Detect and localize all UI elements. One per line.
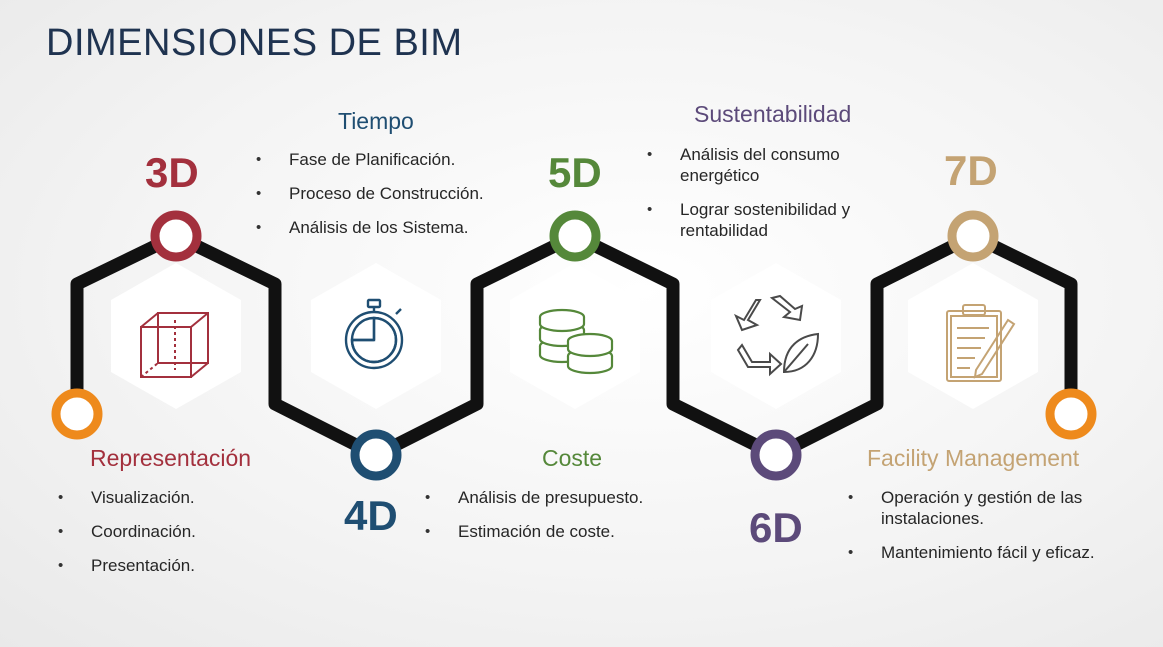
list-item: Fase de Planificación. [256, 149, 536, 170]
cube-icon [140, 312, 209, 378]
hexagon-7d [908, 263, 1038, 409]
bullets-coste: Análisis de presupuesto. Estimación de c… [425, 487, 715, 555]
bullets-tiempo: Fase de Planificación. Proceso de Constr… [256, 149, 536, 251]
list-item: Lograr sostenibilidad y rentabilidad [647, 199, 887, 241]
node-3d [150, 210, 202, 262]
list-item: Operación y gestión de las instalaciones… [848, 487, 1098, 529]
hexagon-3d [111, 263, 241, 409]
node-5d [549, 210, 601, 262]
hexagon-6d [711, 263, 841, 409]
coins-icon [538, 308, 614, 375]
title-facility-management: Facility Management [867, 445, 1080, 471]
stopwatch-icon [344, 298, 404, 370]
list-item: Presentación. [58, 555, 258, 576]
node-6d [750, 429, 802, 481]
title-representacion: Representación [90, 445, 252, 471]
label-7d: 7D [944, 147, 998, 194]
title-sustentabilidad: Sustentabilidad [694, 101, 852, 127]
list-item: Análisis de los Sistema. [256, 217, 536, 238]
list-item: Mantenimiento fácil y eficaz. [848, 542, 1098, 563]
list-item: Proceso de Construcción. [256, 183, 536, 204]
list-item: Visualización. [58, 487, 258, 508]
label-5d: 5D [548, 149, 602, 196]
node-7d [947, 210, 999, 262]
bullets-representacion: Visualización. Coordinación. Presentació… [58, 487, 258, 589]
node-orange-right [1045, 388, 1097, 440]
recycle-leaf-icon [734, 294, 820, 377]
bullets-facility-management: Operación y gestión de las instalaciones… [848, 487, 1098, 576]
label-4d: 4D [344, 492, 398, 539]
list-item: Coordinación. [58, 521, 258, 542]
label-3d: 3D [145, 149, 199, 196]
node-4d [350, 429, 402, 481]
list-item: Análisis del consumo energético [647, 144, 887, 186]
label-6d: 6D [749, 504, 803, 551]
title-tiempo: Tiempo [338, 108, 414, 134]
node-orange-left [51, 388, 103, 440]
clipboard-icon [946, 304, 1016, 382]
page-title: DIMENSIONES DE BIM [46, 22, 463, 64]
list-item: Estimación de coste. [425, 521, 715, 542]
title-coste: Coste [542, 445, 603, 471]
hexagon-4d [311, 263, 441, 409]
bullets-sustentabilidad: Análisis del consumo energético Lograr s… [647, 144, 887, 254]
list-item: Análisis de presupuesto. [425, 487, 715, 508]
